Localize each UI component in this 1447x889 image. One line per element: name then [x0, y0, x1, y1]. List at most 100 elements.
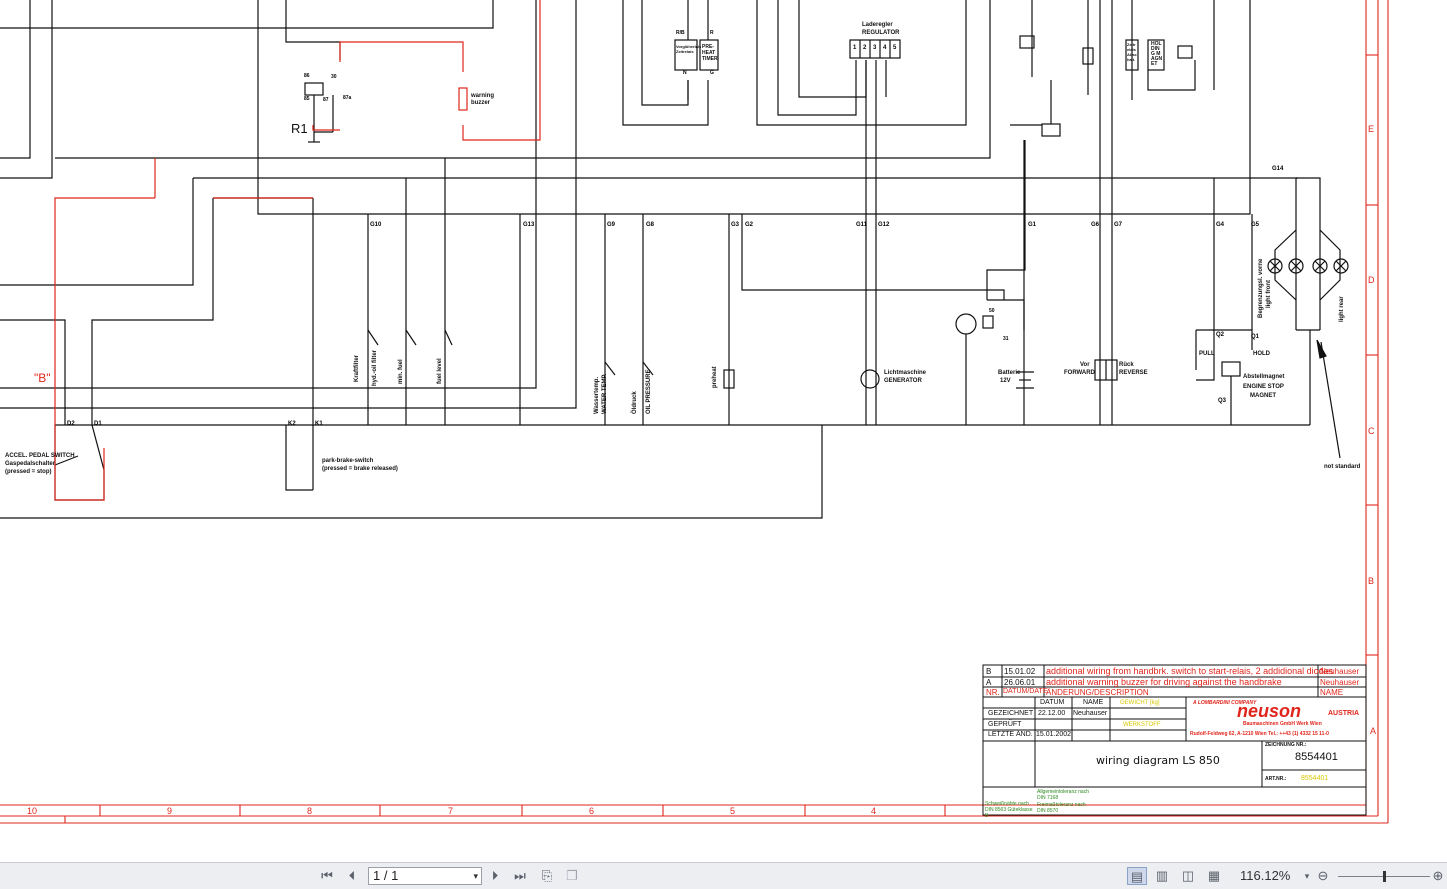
art-label: ART.NR.:: [1265, 776, 1287, 782]
label-water-1: Wassertemp.: [594, 376, 600, 414]
connector-k1: K1: [315, 421, 323, 427]
company-logo: neuson: [1237, 701, 1302, 721]
label-warning: warning: [471, 93, 495, 99]
frame-row-e: E: [1368, 124, 1375, 134]
prev-page-button[interactable]: ⏴: [348, 868, 356, 883]
label-not-standard: not standard: [1324, 464, 1361, 470]
label-hold: HOLD: [1253, 351, 1270, 357]
pin-31: 31: [1003, 336, 1009, 342]
chevron-down-icon: ▾: [473, 871, 478, 881]
geprueft-label: GEPRÜFT: [988, 721, 1022, 728]
label-bat-2: 12V: [1000, 378, 1011, 384]
pin-g: G: [710, 70, 714, 76]
title-block: B 15.01.02 additional wiring from handbr…: [983, 665, 1366, 819]
label-accel-2: Gaspedalschalter: [5, 461, 56, 467]
label-hyd-oil: hyd.-oil filter: [372, 350, 378, 386]
single-page-view-icon[interactable]: ▤: [1127, 867, 1147, 885]
label-stop-3: MAGNET: [1250, 393, 1276, 399]
company-line: Baumaschinen GmbH Werk Wien: [1243, 721, 1322, 727]
pin-1: 1: [853, 45, 857, 51]
drawing-number: 8554401: [1295, 751, 1338, 763]
frame-row-a: A: [1370, 726, 1377, 736]
label-vorgluh: Vorglührelais Zeitrelais: [676, 44, 702, 54]
art-number: 8554401: [1301, 775, 1329, 782]
rev-b-nr: B: [986, 667, 992, 676]
frame-col-8: 8: [307, 806, 313, 816]
next-page-button[interactable]: ⏵: [491, 868, 499, 883]
pin-2: 2: [863, 45, 867, 51]
label-fwd-1: Vor: [1080, 362, 1090, 368]
connector-g2: G2: [745, 222, 754, 228]
two-page-continuous-icon[interactable]: ▦: [1207, 868, 1221, 883]
label-accel-3: (pressed = stop): [5, 469, 52, 475]
label-gen-2: GENERATOR: [884, 378, 922, 384]
frame-col-10: 10: [27, 806, 38, 816]
page-number-select[interactable]: 1 / 1 ▾: [368, 867, 482, 885]
weld-note: Schweißnähte nach DIN 8563 Güteklasse B: [985, 801, 1033, 819]
pin-85: 85: [304, 96, 310, 102]
two-page-view-icon[interactable]: ◫: [1181, 868, 1195, 883]
gezeichnet-label: GEZEICHNET: [988, 710, 1034, 717]
gewicht-label: GEWICHT [kg]: [1120, 700, 1160, 706]
zoom-dropdown-icon[interactable]: ▾: [1304, 871, 1310, 881]
connector-g10: G10: [370, 222, 382, 228]
label-light-front-2: light front: [1266, 280, 1272, 308]
zoom-slider[interactable]: [1338, 871, 1430, 882]
connector-g8: G8: [646, 222, 655, 228]
zoom-out-icon[interactable]: ⊖: [1317, 868, 1329, 883]
pin-3: 3: [873, 45, 877, 51]
connector-g5: G5: [1251, 222, 1260, 228]
continuous-view-icon[interactable]: ▥: [1155, 868, 1169, 883]
label-oil-2: OIL PRESSURE: [646, 369, 652, 414]
frame-col-9: 9: [167, 806, 173, 816]
rev-a-name: Neuhauser: [1320, 678, 1360, 687]
hdr-desc: ÄNDERUNG/DESCRIPTION: [1046, 688, 1149, 697]
letzte-date: 15.01.2002: [1036, 731, 1072, 738]
label-zeitrelais: Zeitrelais Abschalt.: [1127, 42, 1137, 62]
connector-g11: G11: [856, 222, 868, 228]
name-label: NAME: [1083, 699, 1104, 706]
zoom-level[interactable]: 116.12%: [1240, 868, 1291, 883]
connector-g3: G3: [731, 222, 740, 228]
label-min-fuel: min. fuel: [398, 359, 404, 384]
frame-col-5: 5: [730, 806, 736, 816]
pin-87: 87: [323, 97, 329, 103]
frame-col-6: 6: [589, 806, 595, 816]
label-fuel-level: fuel level: [437, 358, 443, 384]
pin-86: 86: [304, 73, 310, 79]
connector-g4: G4: [1216, 222, 1225, 228]
wiring-diagram: [0, 0, 1389, 824]
rev-b-desc: additional wiring from handbrk. switch t…: [1046, 666, 1334, 676]
connector-g14: G14: [1272, 166, 1284, 172]
drawing-title: wiring diagram LS 850: [1096, 754, 1220, 767]
label-stop-2: ENGINE STOP: [1243, 384, 1284, 390]
document-canvas[interactable]: R1 "B" warning buzzer ACCEL. PEDAL SWITC…: [0, 0, 1447, 862]
frame-col-4: 4: [871, 806, 877, 816]
label-r1: R1: [291, 121, 308, 136]
label-holding-magnet: HOLDING MAGNET: [1151, 41, 1163, 67]
company-address: Rudolf-Feldweg 62, A-1210 Wien Tel.: ++4…: [1190, 731, 1329, 737]
pin-r: R: [710, 30, 714, 36]
label-accel-1: ACCEL. PEDAL SWITCH: [5, 453, 75, 459]
zoom-slider-handle[interactable]: [1383, 871, 1386, 882]
label-b-marker: "B": [34, 371, 51, 385]
connector-k2: K2: [288, 421, 296, 427]
pin-n: N: [683, 70, 687, 76]
frame-row-d: D: [1368, 275, 1375, 285]
company-sub: A LOMBARDINI COMPANY: [1193, 700, 1257, 706]
label-light-rear: light rear: [1339, 296, 1345, 322]
label-reg-1: Laderegler: [862, 22, 893, 28]
zoom-in-icon[interactable]: ⊕: [1432, 868, 1444, 883]
connector-d2: D2: [67, 421, 75, 427]
pin-rb: R/B: [676, 30, 685, 36]
copy-icon[interactable]: ❐: [566, 868, 578, 883]
last-page-button[interactable]: ⏭: [514, 868, 526, 883]
connector-d1: D1: [94, 421, 102, 427]
label-light-front-1: Begrenzungsl. vorne: [1258, 258, 1264, 318]
label-oil-1: Öldruck: [632, 391, 638, 414]
frame-col-7: 7: [448, 806, 454, 816]
hdr-nr: NR.: [986, 688, 1000, 697]
connector-g6: G6: [1091, 222, 1100, 228]
export-icon[interactable]: ⎘: [541, 868, 553, 883]
first-page-button[interactable]: ⏮: [321, 868, 333, 883]
